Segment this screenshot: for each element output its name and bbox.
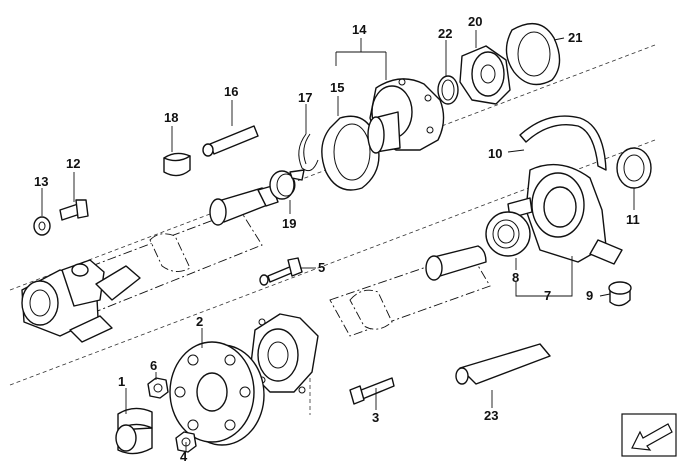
label-part-11: 11 [626, 212, 640, 227]
label-part-18: 18 [164, 110, 178, 125]
bolt-3 [349, 377, 395, 405]
heat-shield-10 [519, 115, 607, 171]
bolt-5 [259, 257, 303, 286]
grease-tube-23 [455, 343, 551, 385]
snap-ring-22 [437, 75, 459, 105]
clamp-19 [269, 169, 305, 200]
rear-shaft-section [249, 245, 491, 394]
bolt-12 [59, 199, 89, 221]
label-part-1: 1 [118, 374, 125, 389]
label-part-15: 15 [330, 80, 344, 95]
cup-flange-20 [459, 45, 511, 105]
plug-18 [163, 152, 191, 177]
leader-lines [41, 30, 635, 452]
label-part-4: 4 [180, 449, 188, 461]
label-part-7: 7 [544, 288, 551, 303]
flange-14 [367, 78, 445, 154]
label-part-6: 6 [150, 358, 157, 373]
label-part-13: 13 [34, 174, 48, 189]
label-part-12: 12 [66, 156, 80, 171]
label-part-21: 21 [568, 30, 582, 45]
label-part-3: 3 [372, 410, 379, 425]
part-labels: 1 2 3 4 5 6 7 8 9 10 11 12 13 14 15 16 1… [34, 14, 640, 461]
label-part-22: 22 [438, 26, 452, 41]
label-part-14: 14 [352, 22, 367, 37]
label-part-10: 10 [488, 146, 502, 161]
grommet-9 [608, 281, 632, 307]
gasket-21 [505, 22, 561, 86]
label-part-16: 16 [224, 84, 238, 99]
sleeve [115, 407, 153, 455]
label-part-9: 9 [586, 288, 593, 303]
down-left-arrow-icon [621, 413, 677, 457]
label-part-17: 17 [298, 90, 312, 105]
universal-joint [21, 259, 141, 343]
bearing-8 [485, 211, 531, 257]
label-part-19: 19 [282, 216, 296, 231]
nut-6 [147, 377, 169, 399]
washer-13 [33, 216, 51, 236]
label-part-20: 20 [468, 14, 482, 29]
label-part-8: 8 [512, 270, 519, 285]
label-part-2: 2 [196, 314, 203, 329]
label-part-23: 23 [484, 408, 498, 423]
circlip-17 [298, 133, 319, 172]
center-bearing-7 [507, 163, 623, 265]
bolt-16 [202, 125, 259, 157]
flex-disc [169, 341, 265, 446]
seal-11 [616, 147, 652, 189]
label-part-5: 5 [318, 260, 325, 275]
